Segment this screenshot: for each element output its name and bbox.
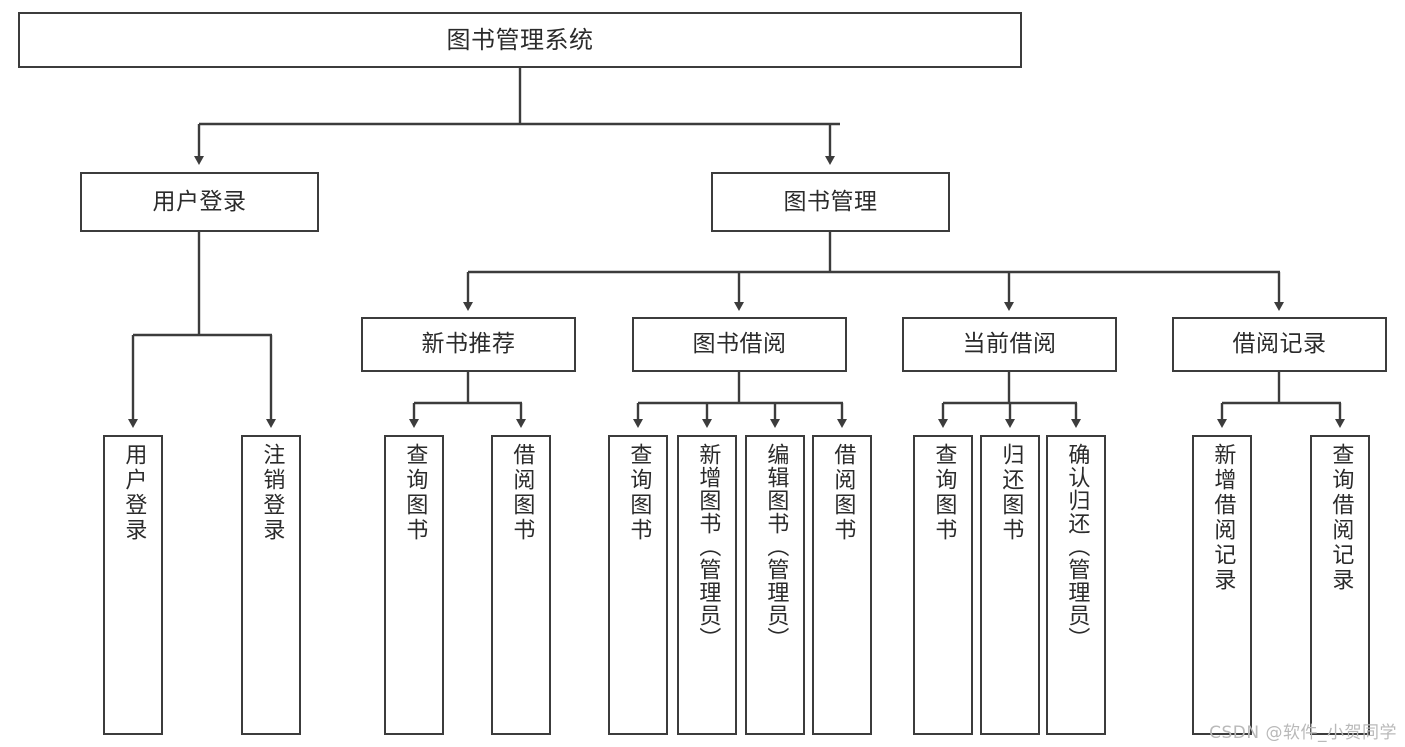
- leaf-borrow-record-1[interactable]: 新增借阅记录: [1192, 435, 1252, 735]
- node-book-borrow[interactable]: 图书借阅: [632, 317, 847, 372]
- leaf-new-book-2[interactable]: 借阅图书: [491, 435, 551, 735]
- node-label: 图书借阅: [692, 331, 787, 357]
- node-label: 编辑图书（管理员）: [763, 443, 789, 650]
- node-label: 图书管理系统: [446, 26, 594, 54]
- node-label: 用户登录: [152, 188, 247, 215]
- node-label: 用户登录: [121, 443, 147, 543]
- node-label: 当前借阅: [962, 331, 1057, 357]
- leaf-current-borrow-3[interactable]: 确认归还（管理员）: [1046, 435, 1106, 735]
- node-new-book-recommend[interactable]: 新书推荐: [361, 317, 576, 372]
- node-label: 归还图书: [998, 443, 1024, 543]
- node-label: 查询图书: [402, 443, 428, 543]
- node-label: 图书管理: [783, 188, 878, 215]
- leaf-book-borrow-2[interactable]: 新增图书（管理员）: [677, 435, 737, 735]
- leaf-user-login-2[interactable]: 注销登录: [241, 435, 301, 735]
- node-borrow-record[interactable]: 借阅记录: [1172, 317, 1387, 372]
- node-book-management[interactable]: 图书管理: [711, 172, 950, 232]
- node-label: 注销登录: [259, 443, 285, 543]
- node-label: 借阅图书: [509, 443, 535, 543]
- leaf-user-login-1[interactable]: 用户登录: [103, 435, 163, 735]
- leaf-book-borrow-4[interactable]: 借阅图书: [812, 435, 872, 735]
- leaf-book-borrow-3[interactable]: 编辑图书（管理员）: [745, 435, 805, 735]
- leaf-current-borrow-1[interactable]: 查询图书: [913, 435, 973, 735]
- node-label: 查询图书: [931, 443, 957, 543]
- leaf-borrow-record-2[interactable]: 查询借阅记录: [1310, 435, 1370, 735]
- leaf-book-borrow-1[interactable]: 查询图书: [608, 435, 668, 735]
- node-current-borrow[interactable]: 当前借阅: [902, 317, 1117, 372]
- node-root-system[interactable]: 图书管理系统: [18, 12, 1022, 68]
- node-label: 新增借阅记录: [1210, 443, 1236, 593]
- node-label: 查询借阅记录: [1328, 443, 1354, 593]
- node-label: 查询图书: [626, 443, 652, 543]
- csdn-watermark: CSDN @软件_小贺同学: [1209, 723, 1397, 743]
- node-label: 借阅记录: [1232, 331, 1327, 357]
- node-label: 新书推荐: [421, 331, 516, 357]
- node-label: 确认归还（管理员）: [1064, 443, 1090, 650]
- leaf-current-borrow-2[interactable]: 归还图书: [980, 435, 1040, 735]
- node-label: 新增图书（管理员）: [695, 443, 721, 650]
- node-label: 借阅图书: [830, 443, 856, 543]
- node-user-login[interactable]: 用户登录: [80, 172, 319, 232]
- leaf-new-book-1[interactable]: 查询图书: [384, 435, 444, 735]
